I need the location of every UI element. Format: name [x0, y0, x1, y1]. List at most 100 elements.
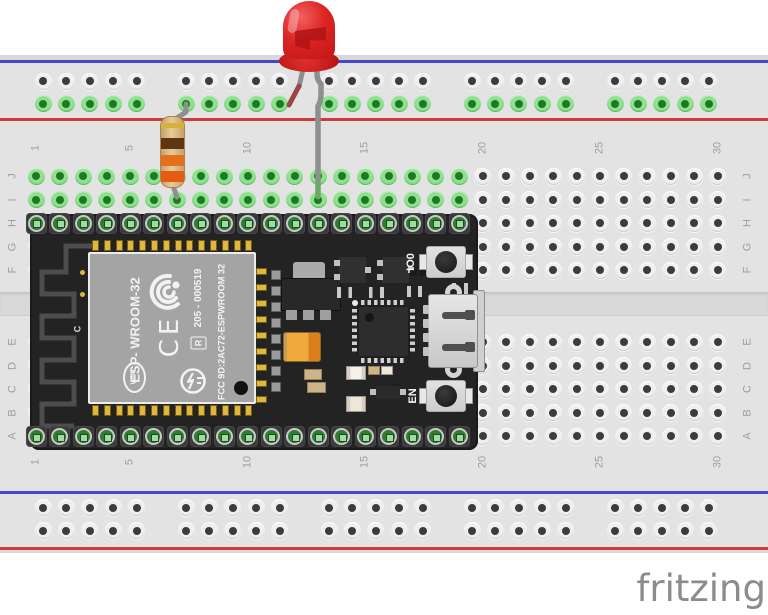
breadboard-hole[interactable] — [591, 238, 609, 255]
breadboard-hole[interactable] — [709, 214, 726, 232]
breadboard-hole[interactable] — [638, 191, 656, 208]
esp32-header-pin[interactable] — [260, 426, 282, 447]
breadboard-hole[interactable] — [676, 72, 694, 90]
breadboard-hole[interactable] — [128, 522, 146, 539]
breadboard-hole-connected[interactable] — [486, 95, 504, 112]
breadboard-hole[interactable] — [474, 427, 491, 445]
breadboard-hole[interactable] — [557, 72, 575, 90]
esp32-header-pin[interactable] — [284, 212, 305, 234]
breadboard-hole[interactable] — [367, 522, 385, 539]
breadboard-hole-connected[interactable] — [74, 167, 92, 185]
breadboard-hole[interactable] — [224, 499, 242, 516]
breadboard-hole[interactable] — [591, 404, 609, 421]
breadboard-hole[interactable] — [177, 499, 195, 516]
breadboard-hole[interactable] — [629, 72, 647, 90]
breadboard-hole[interactable] — [544, 261, 562, 279]
breadboard-hole[interactable] — [568, 404, 585, 421]
breadboard-hole[interactable] — [497, 238, 515, 255]
breadboard-hole[interactable] — [568, 238, 585, 255]
breadboard-hole-connected[interactable] — [510, 95, 528, 112]
breadboard-hole[interactable] — [662, 333, 679, 351]
breadboard-hole[interactable] — [474, 191, 491, 208]
breadboard-hole-connected[interactable] — [98, 167, 115, 185]
breadboard-hole[interactable] — [521, 261, 538, 279]
breadboard-hole[interactable] — [57, 522, 75, 539]
breadboard-hole-connected[interactable] — [192, 167, 209, 185]
breadboard-hole[interactable] — [247, 522, 265, 539]
breadboard-hole[interactable] — [638, 214, 656, 232]
breadboard-hole-connected[interactable] — [121, 167, 139, 185]
breadboard-hole-connected[interactable] — [128, 95, 146, 112]
breadboard-hole-connected[interactable] — [356, 167, 374, 185]
esp32-header-pin[interactable] — [448, 426, 470, 447]
breadboard-hole-connected[interactable] — [27, 191, 45, 208]
breadboard-hole[interactable] — [700, 499, 718, 516]
breadboard-hole[interactable] — [544, 167, 562, 185]
breadboard-hole[interactable] — [638, 357, 656, 374]
breadboard-hole-connected[interactable] — [34, 95, 52, 112]
breadboard-hole[interactable] — [367, 499, 385, 516]
breadboard-hole[interactable] — [662, 238, 679, 255]
breadboard-hole[interactable] — [200, 522, 218, 539]
breadboard-hole[interactable] — [463, 499, 481, 516]
breadboard-hole[interactable] — [271, 72, 289, 90]
breadboard-hole-connected[interactable] — [450, 167, 468, 185]
breadboard-hole-connected[interactable] — [177, 95, 195, 112]
breadboard-hole[interactable] — [81, 72, 99, 90]
breadboard-hole[interactable] — [638, 238, 656, 255]
esp32-header-pin[interactable] — [72, 212, 94, 234]
breadboard-hole-connected[interactable] — [380, 167, 397, 185]
breadboard-hole[interactable] — [638, 380, 656, 398]
breadboard-hole[interactable] — [271, 499, 289, 516]
breadboard-hole-connected[interactable] — [427, 167, 444, 185]
breadboard-hole[interactable] — [474, 167, 491, 185]
breadboard-hole[interactable] — [606, 499, 624, 516]
breadboard-hole-connected[interactable] — [239, 191, 256, 208]
breadboard-hole[interactable] — [685, 427, 703, 445]
breadboard-hole[interactable] — [568, 191, 585, 208]
esp32-header-pin[interactable] — [96, 212, 117, 234]
breadboard-hole-connected[interactable] — [192, 191, 209, 208]
breadboard-hole[interactable] — [343, 499, 361, 516]
breadboard-hole-connected[interactable] — [333, 191, 350, 208]
breadboard-hole[interactable] — [662, 261, 679, 279]
esp32-header-pin[interactable] — [213, 426, 235, 447]
breadboard-hole[interactable] — [709, 238, 726, 255]
breadboard-hole-connected[interactable] — [320, 95, 338, 112]
breadboard-hole-connected[interactable] — [403, 191, 421, 208]
esp32-header-pin[interactable] — [190, 212, 211, 234]
breadboard-hole[interactable] — [685, 357, 703, 374]
breadboard-hole[interactable] — [638, 167, 656, 185]
breadboard-hole[interactable] — [57, 499, 75, 516]
breadboard-hole[interactable] — [510, 499, 528, 516]
breadboard-hole[interactable] — [615, 357, 632, 374]
breadboard-hole-connected[interactable] — [200, 95, 218, 112]
breadboard-hole[interactable] — [709, 357, 726, 374]
breadboard-hole-connected[interactable] — [390, 95, 408, 112]
breadboard-hole[interactable] — [638, 404, 656, 421]
esp32-header-pin[interactable] — [378, 426, 399, 447]
breadboard-hole[interactable] — [521, 238, 538, 255]
breadboard-hole[interactable] — [343, 522, 361, 539]
breadboard-hole[interactable] — [709, 427, 726, 445]
breadboard-hole[interactable] — [544, 380, 562, 398]
breadboard-hole[interactable] — [685, 380, 703, 398]
breadboard-hole[interactable] — [521, 427, 538, 445]
breadboard-hole[interactable] — [544, 357, 562, 374]
esp32-header-pin[interactable] — [190, 426, 211, 447]
breadboard-hole[interactable] — [414, 522, 432, 539]
breadboard-hole[interactable] — [34, 522, 52, 539]
breadboard-hole-connected[interactable] — [215, 191, 233, 208]
breadboard-hole[interactable] — [390, 522, 408, 539]
breadboard-hole[interactable] — [521, 167, 538, 185]
breadboard-hole-connected[interactable] — [533, 95, 551, 112]
breadboard-hole[interactable] — [414, 499, 432, 516]
resistor-330ohm[interactable] — [160, 116, 185, 188]
breadboard-hole[interactable] — [128, 499, 146, 516]
breadboard-hole[interactable] — [638, 427, 656, 445]
breadboard-hole[interactable] — [615, 191, 632, 208]
breadboard-hole[interactable] — [521, 191, 538, 208]
breadboard-hole[interactable] — [685, 214, 703, 232]
breadboard-hole[interactable] — [367, 72, 385, 90]
breadboard-hole[interactable] — [544, 238, 562, 255]
